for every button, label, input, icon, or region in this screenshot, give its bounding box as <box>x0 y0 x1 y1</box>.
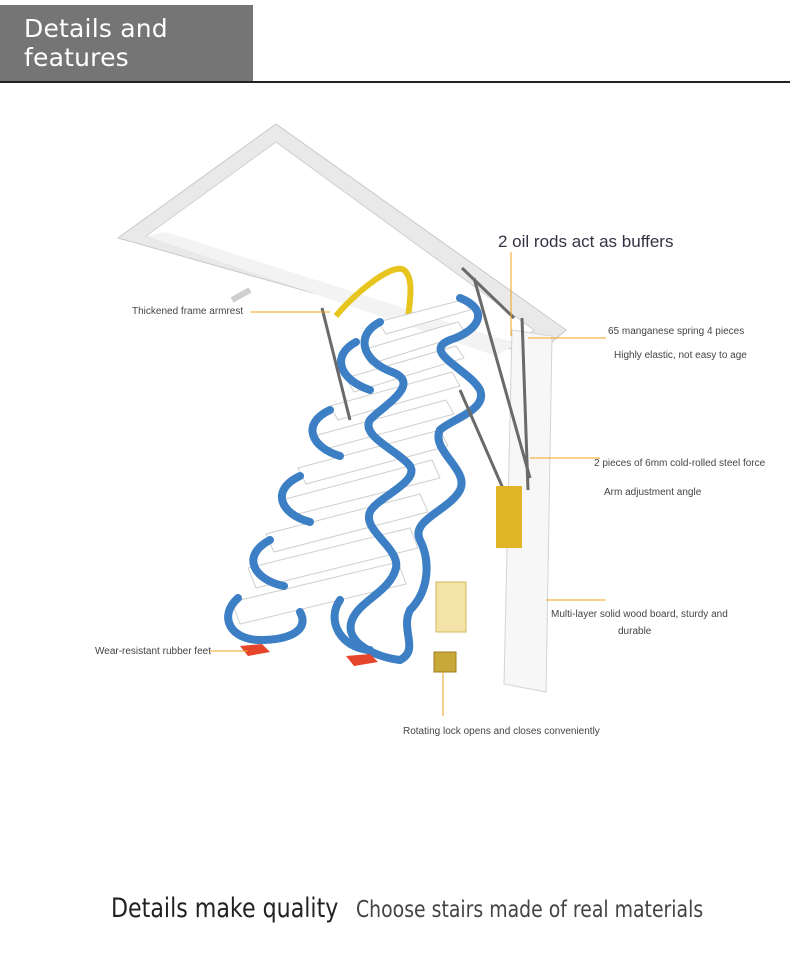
page-title: Details and features <box>24 14 168 72</box>
callout-wood-board-line1: Multi-layer solid wood board, sturdy and <box>551 609 728 620</box>
footer-slogan-left: Details make quality <box>111 893 339 924</box>
callout-oil-rods: 2 oil rods act as buffers <box>498 232 674 251</box>
callout-elastic: Highly elastic, not easy to age <box>614 350 747 361</box>
rubber-foot-left <box>240 644 270 656</box>
callout-spring: 65 manganese spring 4 pieces <box>608 326 745 337</box>
rubber-foot-right <box>346 654 378 666</box>
callout-arm-angle: Arm adjustment angle <box>604 487 702 498</box>
rotating-lock <box>433 651 457 673</box>
steel-arm-rods <box>320 266 532 501</box>
yellow-handrail <box>333 265 414 319</box>
callout-rubber-feet: Wear-resistant rubber feet <box>95 646 211 657</box>
callout-frame-armrest: Thickened frame armrest <box>132 306 244 317</box>
footer-slogan-right: Choose stairs made of real materials <box>356 897 704 923</box>
callout-wood-board-line2: durable <box>618 626 652 637</box>
callout-steel-force: 2 pieces of 6mm cold-rolled steel force <box>594 458 766 469</box>
wood-board <box>503 329 553 693</box>
ceiling-frame <box>116 123 567 357</box>
blue-scissor-arms <box>224 294 486 664</box>
callout-rotating-lock: Rotating lock opens and closes convenien… <box>403 726 600 737</box>
leader-lines <box>210 252 606 716</box>
warning-sticker <box>435 581 467 633</box>
gold-hinge-plate <box>496 486 522 548</box>
header-divider <box>0 81 790 83</box>
header-tab: Details and features <box>0 5 253 81</box>
